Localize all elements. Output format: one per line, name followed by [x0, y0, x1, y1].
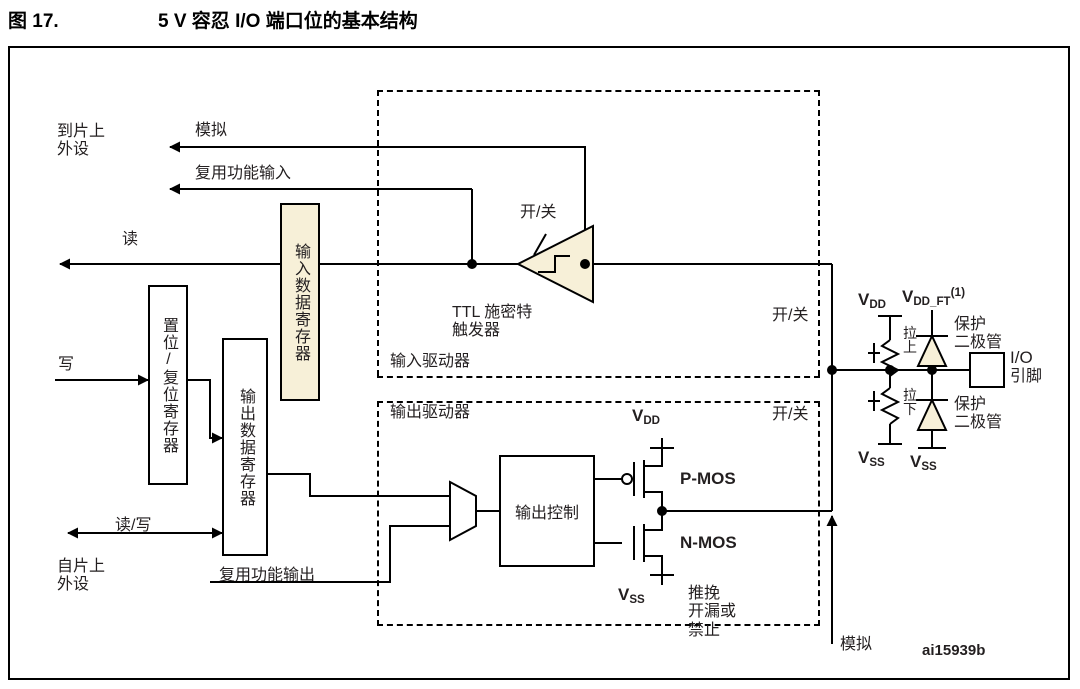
protection-diode-top-label: 保护 二极管 — [954, 316, 1003, 352]
input-driver-label: 输入驱动器 — [390, 353, 471, 370]
input-data-register-label: 输入数据寄存器 — [292, 242, 309, 362]
on-off-pullup-label: 开/关 — [772, 307, 809, 324]
ttl-schmitt-trigger-label: TTL 施密特 触发器 — [452, 304, 533, 340]
from-onchip-peripheral-label: 自片上 外设 — [57, 558, 106, 594]
alt-function-output-label: 复用功能输出 — [219, 567, 316, 584]
to-onchip-peripheral-label: 到片上 外设 — [57, 123, 106, 159]
set-reset-register-label: 置位/复位寄存器 — [160, 316, 177, 454]
output-data-register-label: 输出数据寄存器 — [237, 387, 254, 507]
figure-caption: 图 17. 5 V 容忍 I/O 端口位的基本结构 — [8, 6, 1008, 36]
alt-function-input-label: 复用功能输入 — [195, 165, 292, 182]
vss-diode-label: VSS — [910, 452, 937, 473]
output-driver-dashed-box — [377, 401, 820, 626]
schematic-vectors — [55, 141, 1005, 644]
nmos-label: N-MOS — [680, 533, 737, 552]
output-driver-label: 输出驱动器 — [390, 404, 471, 421]
page-title: 5 V 容忍 I/O 端口位的基本结构 — [158, 11, 418, 32]
read-write-label: 读/写 — [115, 517, 152, 534]
on-off-pulldown-label: 开/关 — [772, 406, 809, 423]
analog-top-label: 模拟 — [195, 122, 228, 139]
output-data-register-box: 输出数据寄存器 — [222, 338, 268, 556]
protection-diode-bottom-label: 保护 二极管 — [954, 396, 1003, 432]
io-pin-label: I/O 引脚 — [1010, 348, 1043, 385]
push-pull-open-drain-label: 推挽 开漏或 禁止 — [688, 585, 737, 639]
pull-up-label: 拉 上 — [903, 325, 917, 355]
read-label: 读 — [122, 231, 139, 248]
vdd-pull-label: VDD — [858, 290, 887, 311]
set-reset-register-box: 置位/复位寄存器 — [148, 285, 188, 485]
pmos-label: P-MOS — [680, 469, 736, 488]
diagram-frame: 到片上 外设 自片上 外设 模拟 复用功能输入 读 写 读/写 复用功能输出 — [8, 46, 1070, 680]
pull-down-label: 拉 下 — [903, 387, 917, 417]
footnote-marker: (1) — [950, 285, 966, 299]
analog-bottom-label: 模拟 — [840, 636, 873, 653]
vss-mos-label: VSS — [618, 585, 645, 606]
output-control-box: 输出控制 — [499, 455, 595, 567]
write-label: 写 — [58, 356, 75, 373]
input-driver-bottom-edge — [377, 376, 820, 378]
figure-number: 图 17. — [8, 11, 59, 32]
vdd-mos-label: VDD — [632, 406, 661, 427]
figure-watermark: ai15939b — [922, 642, 986, 659]
output-control-label: 输出控制 — [514, 505, 579, 522]
vss-pull-label: VSS — [858, 448, 885, 469]
vdd-ft-label: VDD_FT(1) — [902, 285, 966, 308]
driver-dashed-enclosure — [377, 90, 820, 376]
input-data-register-box: 输入数据寄存器 — [280, 203, 320, 401]
on-off-schmitt-label: 开/关 — [520, 204, 557, 221]
